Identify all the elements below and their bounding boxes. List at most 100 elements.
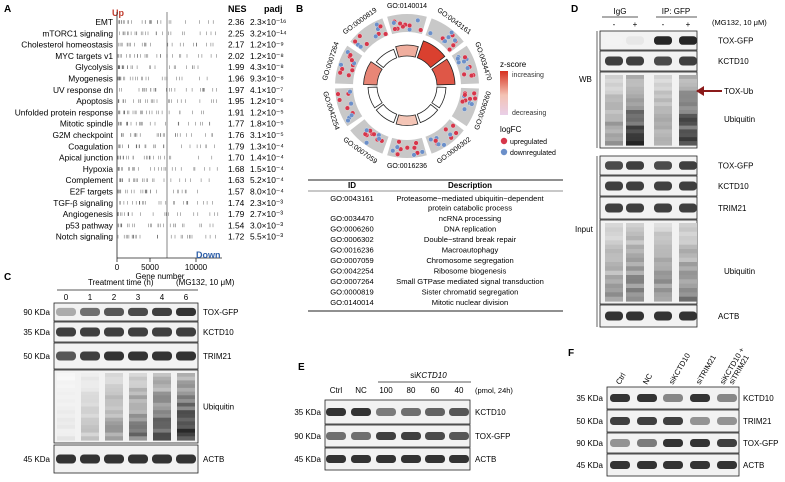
smear-slice xyxy=(605,244,623,250)
smear-slice xyxy=(153,402,171,408)
panel-b-zscore-bar xyxy=(431,86,447,109)
panel-b-zscore-bar xyxy=(395,114,419,126)
panel-b-zscore-bar xyxy=(367,86,383,109)
smear-slice xyxy=(654,266,672,272)
ubiquitin-smear xyxy=(654,223,672,302)
smear-slice xyxy=(57,402,75,408)
band xyxy=(56,351,76,361)
smear-slice xyxy=(605,75,623,80)
panel-b-up-dot xyxy=(392,26,398,32)
smear-slice xyxy=(626,257,644,263)
panel-b-table-desc: Small GTPase mediated signal transductio… xyxy=(396,277,544,286)
smear-slice xyxy=(654,240,672,246)
smear-slice xyxy=(626,129,644,134)
panel-a-nes-value: 2.02 xyxy=(228,51,245,61)
smear-slice xyxy=(626,102,644,107)
panel-b-up-dot xyxy=(352,39,358,44)
smear-slice xyxy=(177,436,195,441)
panel-a-nes-value: 1.74 xyxy=(228,198,245,208)
smear-slice xyxy=(654,296,672,302)
smear-slice xyxy=(81,406,99,411)
panel-a-nes-header: NES xyxy=(228,4,247,14)
smear-slice xyxy=(626,90,644,96)
panel-f-protein-label: KCTD10 xyxy=(743,394,774,403)
smear-slice xyxy=(153,387,171,393)
smear-slice xyxy=(57,406,75,411)
smear-slice xyxy=(177,428,195,434)
smear-slice xyxy=(105,380,123,385)
band xyxy=(637,417,657,425)
panel-b-outer-band xyxy=(350,119,389,154)
panel-d-wb-kctd10: KCTD10 xyxy=(599,50,749,72)
band xyxy=(176,351,196,361)
smear-slice xyxy=(57,417,75,422)
smear-slice xyxy=(57,380,75,385)
smear-slice xyxy=(654,121,672,127)
band xyxy=(679,311,697,321)
smear-slice xyxy=(605,292,623,298)
panel-b-table-desc: ncRNA processing xyxy=(439,214,501,223)
panel-b-up-dot xyxy=(346,72,352,78)
panel-f-kda-label: 35 KDa xyxy=(576,394,603,403)
panel-b-down-dot xyxy=(449,30,455,35)
band xyxy=(679,36,697,45)
smear-slice xyxy=(626,262,644,267)
panel-b-go-segment: GO:0042254 xyxy=(321,86,383,131)
band xyxy=(605,36,623,45)
smear-slice xyxy=(679,137,697,142)
smear-slice xyxy=(81,387,99,393)
smear-slice xyxy=(654,129,672,134)
panel-f-kda-label: 90 KDa xyxy=(576,439,603,448)
smear-slice xyxy=(679,227,697,233)
smear-slice xyxy=(679,292,697,298)
smear-slice xyxy=(81,380,99,385)
smear-slice xyxy=(654,137,672,142)
smear-slice xyxy=(654,86,672,92)
band xyxy=(152,351,172,361)
panel-c-blot-frame xyxy=(53,302,199,322)
panel-c-protein-label: Ubiquitin xyxy=(203,403,234,412)
smear-slice xyxy=(679,94,697,99)
band xyxy=(376,408,396,416)
smear-slice xyxy=(626,94,644,99)
smear-slice xyxy=(57,432,75,437)
smear-slice xyxy=(626,137,644,142)
band xyxy=(351,455,371,463)
panel-b-up-dot xyxy=(411,145,417,151)
panel-b-down-dot xyxy=(461,59,467,64)
smear-slice xyxy=(626,244,644,250)
panel-b-table-desc: Ribosome biogenesis xyxy=(434,267,507,276)
smear-slice xyxy=(81,413,99,419)
panel-d-input-kctd10: KCTD10 xyxy=(599,175,749,197)
smear-slice xyxy=(654,292,672,298)
smear-slice xyxy=(605,117,623,123)
band xyxy=(626,311,644,321)
smear-slice xyxy=(605,125,623,131)
panel-d-input-trim21: TRIM21 xyxy=(599,196,747,220)
panel-d-input-protein-label: KCTD10 xyxy=(718,182,749,191)
panel-b-down-dot xyxy=(465,65,471,71)
smear-slice xyxy=(626,283,644,289)
band xyxy=(176,454,196,464)
panel-d-wb-protein-label: Ubiquitin xyxy=(724,115,755,124)
panel-a-rank-ticks xyxy=(119,31,216,36)
band xyxy=(449,408,469,416)
smear-slice xyxy=(654,98,672,103)
smear-slice xyxy=(57,387,75,393)
panel-c-lane-label: 3 xyxy=(136,293,141,302)
panel-e-si-prefix: si xyxy=(410,371,416,380)
panel-e-pmol: (pmol, 24h) xyxy=(475,386,513,395)
smear-slice xyxy=(605,137,623,142)
panel-b-down-dot xyxy=(364,140,370,146)
panel-e-lane-label: NC xyxy=(355,386,367,395)
smear-slice xyxy=(105,425,123,430)
smear-slice xyxy=(626,75,644,80)
smear-slice xyxy=(105,373,123,378)
